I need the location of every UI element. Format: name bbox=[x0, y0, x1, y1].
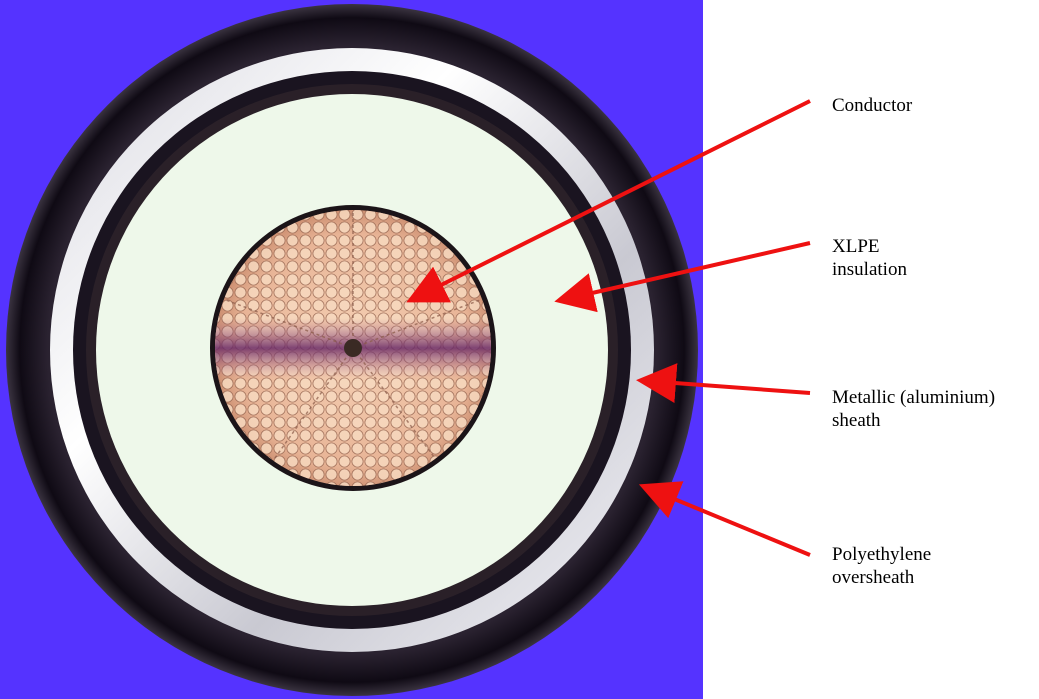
conductor-label: Conductor bbox=[832, 94, 912, 117]
xlpe-label-line-2: insulation bbox=[832, 258, 907, 281]
sheath-label-line-1: Metallic (aluminium) bbox=[832, 386, 995, 409]
xlpe-insulation-label: XLPE insulation bbox=[832, 235, 907, 281]
polyethylene-oversheath-label: Polyethylene oversheath bbox=[832, 543, 931, 589]
oversheath-label-line-2: oversheath bbox=[832, 566, 931, 589]
xlpe-label-line-1: XLPE bbox=[832, 235, 907, 258]
sheath-label-line-2: sheath bbox=[832, 409, 995, 432]
oversheath-label-line-1: Polyethylene bbox=[832, 543, 931, 566]
conductor-label-line-1: Conductor bbox=[832, 94, 912, 117]
metallic-sheath-label: Metallic (aluminium) sheath bbox=[832, 386, 995, 432]
